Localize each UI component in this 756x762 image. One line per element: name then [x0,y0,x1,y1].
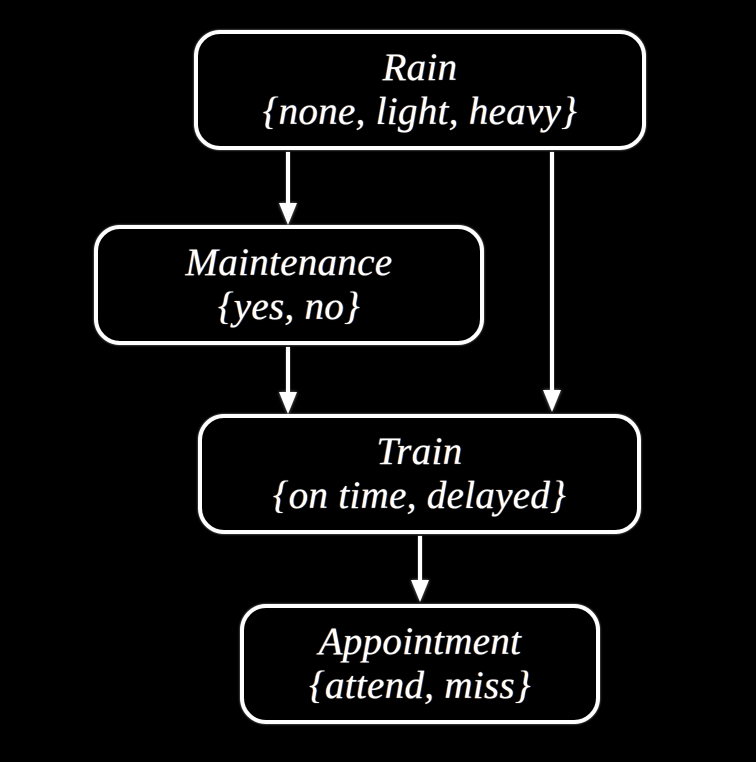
node-rain-label: Rain [382,45,458,89]
node-maintenance-label: Maintenance [185,240,393,284]
arrowhead-down-icon [543,390,561,412]
edge-line [286,152,290,203]
node-appointment[interactable]: Appointment {attend, miss} [240,604,600,724]
node-appointment-states: {attend, miss} [309,664,531,707]
edge-line [286,347,290,392]
node-appointment-label: Appointment [318,619,522,663]
node-rain[interactable]: Rain {none, light, heavy} [194,30,646,150]
node-maintenance-states: {yes, no} [217,285,361,328]
arrowhead-down-icon [279,203,297,225]
edge-line [550,152,554,390]
node-train-label: Train [376,429,463,473]
arrowhead-down-icon [279,392,297,414]
node-train-states: {on time, delayed} [272,474,567,517]
node-train[interactable]: Train {on time, delayed} [198,414,641,534]
arrowhead-down-icon [411,580,429,602]
node-rain-states: {none, light, heavy} [262,90,578,133]
node-maintenance[interactable]: Maintenance {yes, no} [94,225,484,345]
edge-line [418,536,422,580]
